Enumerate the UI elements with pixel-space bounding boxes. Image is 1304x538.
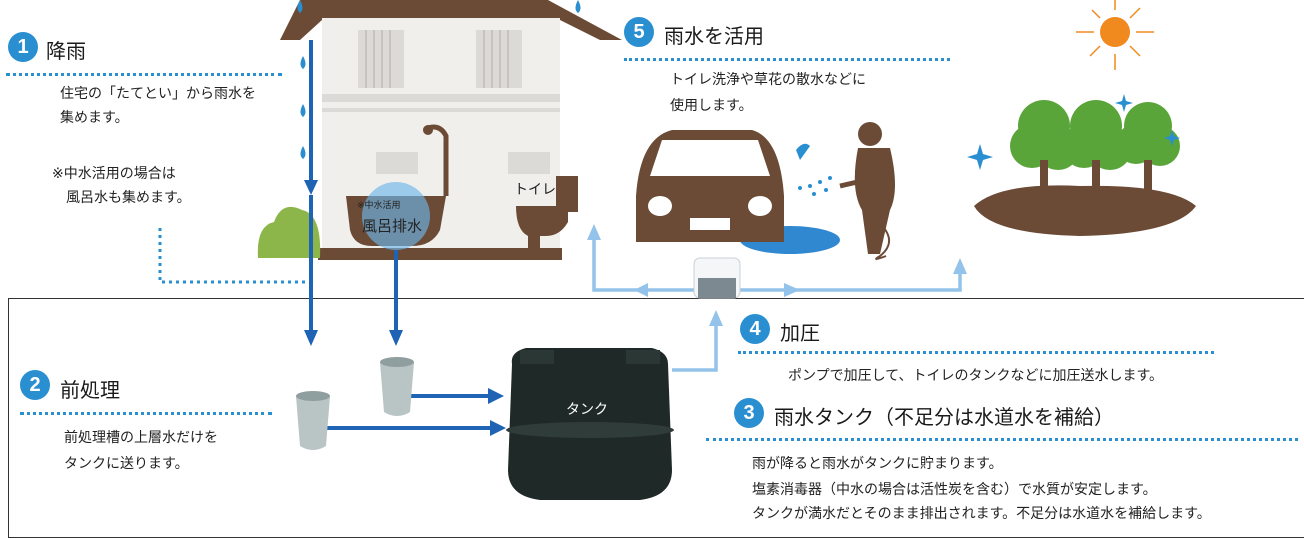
- pretreatment-tanks: [296, 357, 414, 450]
- step-1-text-1: 住宅の「たてとい」から雨水を: [60, 86, 256, 102]
- house-illustration: [257, 0, 622, 260]
- step-1-text-2: 集めます。: [60, 110, 129, 126]
- garden-illustration: [967, 94, 1196, 236]
- toilet-label: トイレ: [514, 182, 556, 198]
- step-3-number: 3: [734, 398, 764, 428]
- step-5-number: 5: [624, 17, 654, 47]
- step-4-title: 加圧: [780, 321, 820, 345]
- step-1-number: 1: [8, 32, 38, 62]
- sun-icon: [1076, 0, 1154, 70]
- step-5-text-1: トイレ洗浄や草花の散水などに: [670, 72, 866, 88]
- storage-tank: [506, 348, 674, 500]
- step-2-text-2: タンクに送ります。: [64, 456, 189, 472]
- step-5-text-2: 使用します。: [670, 98, 753, 114]
- step-3-text-2: 塩素消毒器（中水の場合は活性炭を含む）で水質が安定します。: [752, 482, 1157, 498]
- step-1-title: 降雨: [46, 39, 86, 63]
- step-4-number: 4: [740, 314, 770, 344]
- step-5-divider: [624, 58, 950, 61]
- step-4-divider: [738, 351, 1214, 354]
- step-3-title: 雨水タンク（不足分は水道水を補給）: [774, 405, 1114, 429]
- step-1-divider: [6, 73, 282, 76]
- step-1-note-2: 風呂水も集めます。: [66, 190, 191, 206]
- step-2-text-1: 前処理槽の上層水だけを: [64, 430, 218, 446]
- car-illustration: [636, 130, 840, 254]
- step-3-divider: [706, 438, 1298, 441]
- step-2-divider: [20, 412, 272, 415]
- raindrops: [297, 0, 581, 159]
- step-1-note-1: ※中水活用の場合は: [52, 166, 176, 182]
- bath-label: 風呂排水: [362, 217, 423, 235]
- person-illustration: [839, 122, 895, 260]
- step-2-title: 前処理: [60, 378, 120, 402]
- step-3-text-1: 雨が降ると雨水がタンクに貯まります。: [752, 456, 1003, 472]
- pump: [693, 257, 741, 299]
- step-5-title: 雨水を活用: [664, 24, 764, 48]
- bath-note-label: ※中水活用: [357, 201, 401, 211]
- step-4-text-1: ポンプで加圧して、トイレのタンクなどに加圧送水します。: [788, 368, 1164, 384]
- step-3-text-3: タンクが満水だとそのまま排出されます。不足分は水道水を補給します。: [752, 506, 1211, 522]
- step-2-number: 2: [20, 370, 50, 400]
- tank-label: タンク: [566, 402, 608, 418]
